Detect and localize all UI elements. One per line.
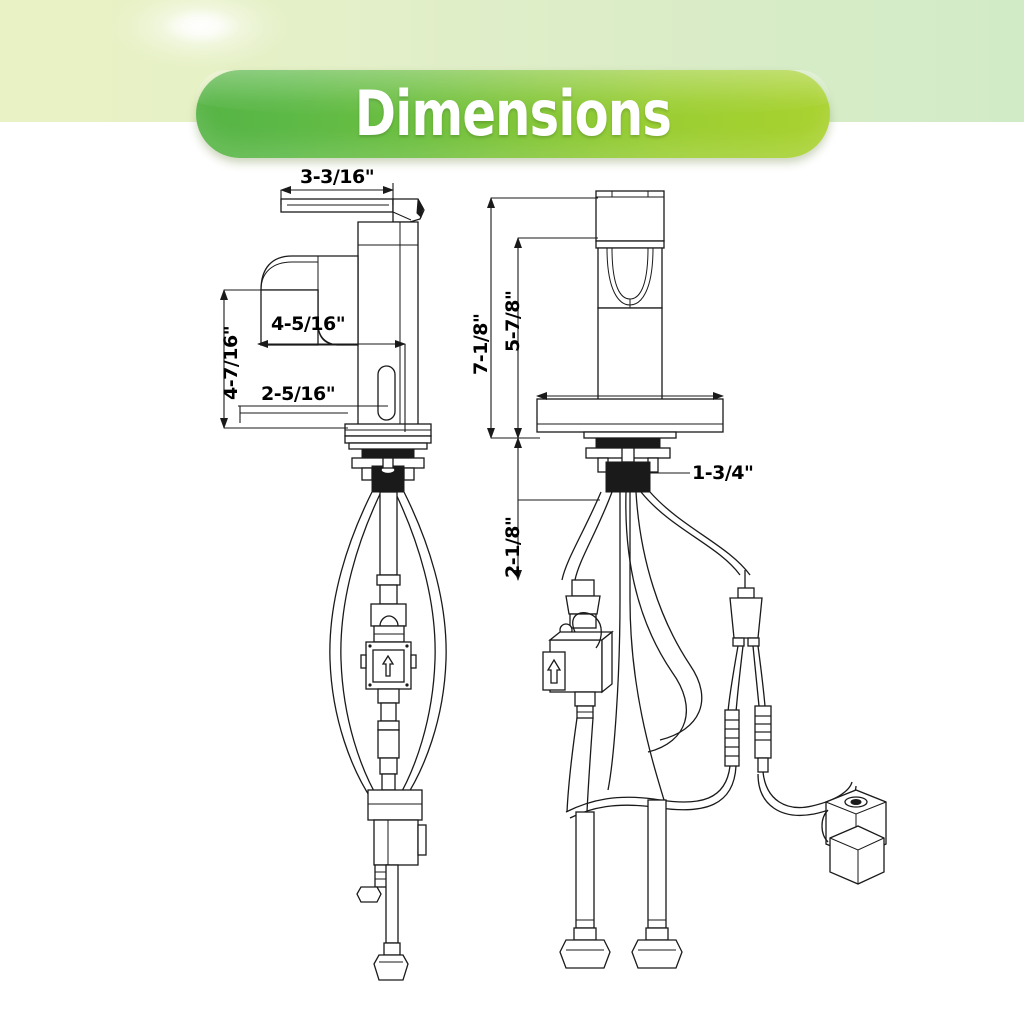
deck-plate-front bbox=[536, 398, 724, 439]
mounting-nut-side bbox=[351, 448, 425, 493]
solenoid-valve-front bbox=[542, 579, 614, 813]
dimension-lines-side bbox=[220, 183, 406, 432]
sensor-window bbox=[377, 365, 396, 421]
top-cap-front bbox=[595, 190, 665, 242]
dim-label-overall-height: 4-7/16" bbox=[220, 325, 242, 400]
valve-stack-side bbox=[370, 491, 407, 643]
dim-label-total-height: 7-1/8" bbox=[470, 313, 492, 375]
battery-pack bbox=[821, 789, 887, 885]
dim-label-spout-outlet-height: 2-5/16" bbox=[261, 383, 336, 405]
dimension-lines-front bbox=[487, 197, 724, 581]
hose-tails-side bbox=[356, 864, 409, 981]
dim-label-spout-handle-width: 3-3/16" bbox=[300, 166, 375, 188]
ribbed-plug-right bbox=[754, 705, 772, 773]
supply-hoses-side bbox=[329, 491, 447, 801]
hose-ends-front bbox=[559, 799, 683, 969]
spout-front bbox=[595, 240, 665, 309]
dim-label-body-height: 5-7/8" bbox=[502, 290, 524, 352]
spout-arm bbox=[260, 255, 359, 346]
dim-label-shank-length: 2-1/8" bbox=[502, 516, 524, 578]
supply-hoses-front bbox=[561, 491, 751, 801]
cable-connector bbox=[565, 570, 857, 819]
page-title: Dimensions bbox=[354, 77, 672, 150]
lever-handle bbox=[280, 198, 425, 223]
mounting-nut-front bbox=[585, 437, 671, 493]
dim-label-deck-plate-width: 1-3/4" bbox=[692, 462, 754, 484]
flex-connector-side bbox=[377, 688, 400, 791]
junction-block-side bbox=[367, 789, 427, 866]
front-view-faucet bbox=[487, 190, 887, 969]
solenoid-valve-side bbox=[360, 641, 417, 690]
side-view-faucet bbox=[220, 183, 447, 981]
ribbed-plug-left bbox=[724, 709, 740, 767]
up-arrow-icon bbox=[381, 654, 395, 677]
dim-label-spout-reach: 4-5/16" bbox=[271, 313, 346, 335]
deck-plate-side bbox=[344, 423, 432, 450]
up-arrow-icon-front bbox=[546, 658, 562, 684]
